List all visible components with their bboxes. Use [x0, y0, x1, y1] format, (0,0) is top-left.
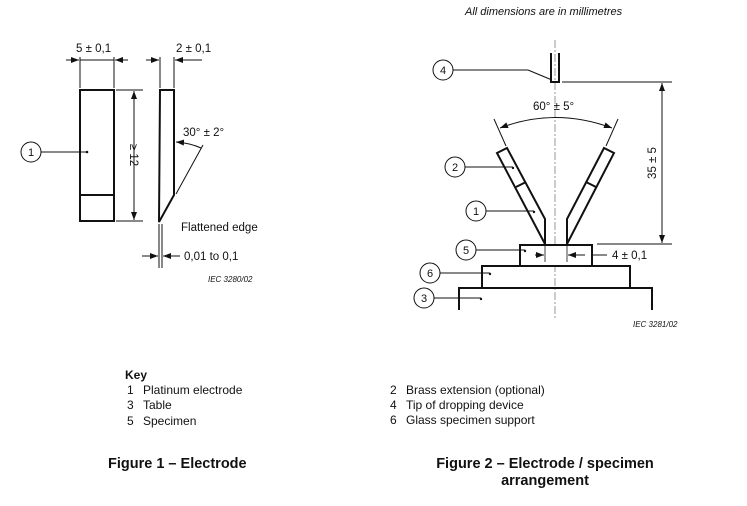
- svg-text:1: 1: [28, 147, 34, 159]
- key-item: 2 Brass extension (optional): [390, 383, 545, 397]
- key-item: 3 Table: [127, 398, 172, 413]
- thickness-dimension: 2 ± 0,1: [146, 43, 211, 88]
- callout-1-fig2: 1: [465, 200, 534, 222]
- svg-text:1: 1: [473, 206, 479, 218]
- key-item: 5 Specimen: [127, 413, 197, 428]
- key-item: 1 Platinum electrode: [127, 383, 243, 398]
- flattened-edge-dimension: Flattened edge 0,01 to 0,1: [142, 222, 258, 268]
- key-right: 2 Brass extension (optional) 4 Tip of dr…: [390, 383, 545, 429]
- figure-2-arrangement: 4 35 ± 5 60° ± 5°: [413, 40, 678, 329]
- glass-specimen-support: [481, 265, 631, 288]
- callout-2: 2: [444, 156, 513, 178]
- key-title: Key: [125, 368, 148, 382]
- gap-dimension-label: 4 ± 0,1: [612, 250, 647, 262]
- width-dimension: 5 ± 0,1: [66, 43, 128, 88]
- right-electrode: [566, 146, 616, 245]
- thickness-dimension-label: 2 ± 0,1: [176, 43, 211, 55]
- length-dimension: ≥ 12: [116, 89, 143, 222]
- electrode-side-view: [158, 89, 175, 223]
- callout-6: 6: [419, 262, 490, 284]
- callout-4: 4: [432, 59, 553, 81]
- key-item: 6 Glass specimen support: [390, 413, 535, 428]
- callout-5: 5: [455, 239, 525, 261]
- electrode-front-view: [79, 89, 115, 222]
- dropping-device-tip: [550, 53, 560, 83]
- units-note: All dimensions are in millimetres: [465, 6, 623, 18]
- svg-text:6: 6: [427, 268, 433, 280]
- edge-width-label: 0,01 to 0,1: [184, 251, 238, 263]
- angle-60-dimension: 60° ± 5°: [493, 101, 619, 147]
- figure-2-reference: IEC 3281/02: [633, 320, 678, 329]
- key-left: Key 1 Platinum electrode 3 Table 5 Speci…: [125, 368, 242, 429]
- left-electrode: [495, 146, 546, 245]
- length-dimension-label: ≥ 12: [127, 144, 139, 166]
- width-dimension-label: 5 ± 0,1: [76, 43, 111, 55]
- callout-1: 1: [20, 141, 87, 163]
- figure-1-reference: IEC 3280/02: [208, 275, 253, 284]
- svg-text:5: 5: [463, 245, 469, 257]
- angle-dimension-label: 30° ± 2°: [183, 127, 224, 139]
- figure-1-caption: Figure 1 – Electrode: [108, 456, 247, 472]
- flattened-edge-label: Flattened edge: [181, 222, 258, 234]
- bevel-angle-dimension: 30° ± 2°: [175, 127, 224, 195]
- figure-2-caption: Figure 2 – Electrode / specimen arrangem…: [436, 456, 654, 489]
- height-dimension-label: 35 ± 5: [647, 147, 659, 179]
- svg-text:4: 4: [440, 65, 446, 77]
- figure-1-electrode: 5 ± 0,1 ≥ 12 2 ± 0,1 30° ± 2°: [20, 43, 258, 284]
- svg-text:2: 2: [452, 162, 458, 174]
- svg-text:3: 3: [421, 293, 427, 305]
- callout-3: 3: [413, 287, 481, 309]
- height-dimension: 35 ± 5: [562, 81, 672, 245]
- gap-dimension: 4 ± 0,1: [535, 246, 647, 262]
- angle-dimension-label: 60° ± 5°: [533, 101, 574, 113]
- key-item: 4 Tip of dropping device: [390, 398, 524, 413]
